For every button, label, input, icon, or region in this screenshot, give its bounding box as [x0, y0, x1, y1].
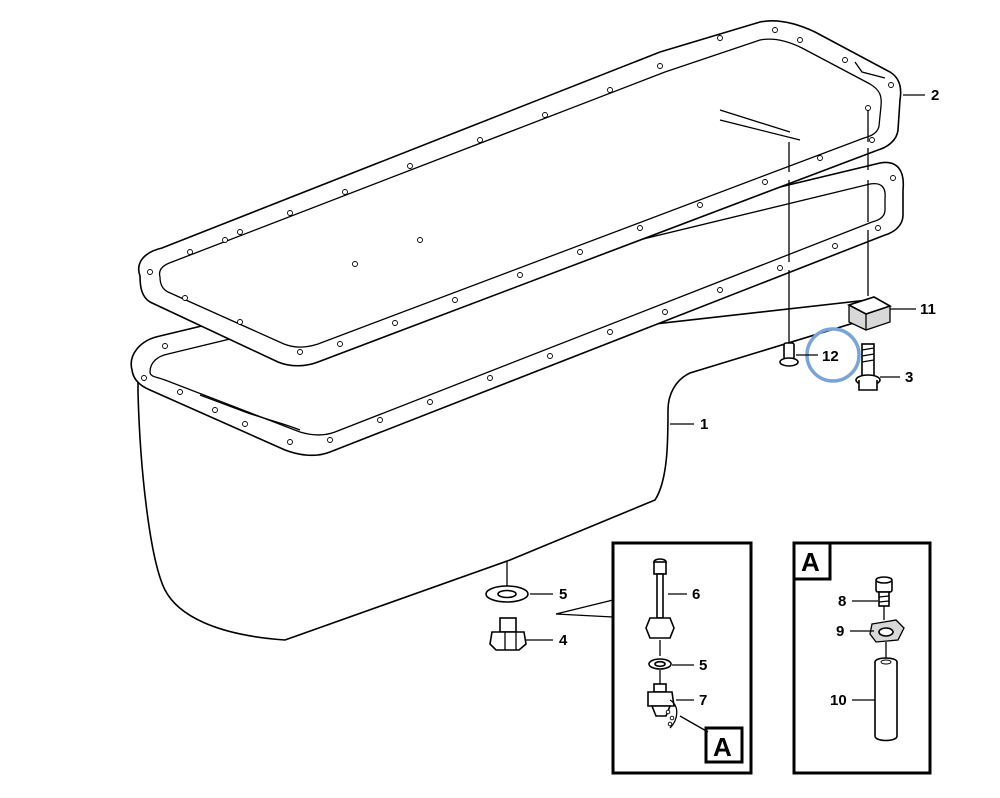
bracket-11	[846, 296, 892, 331]
detail-box-1	[611, 541, 753, 775]
leader-lines	[526, 94, 925, 701]
detail-pointer	[555, 599, 614, 618]
detail-box-a-tag	[792, 541, 832, 581]
drain-plug-4	[489, 617, 527, 651]
gasket	[138, 20, 902, 367]
oil-pan	[130, 161, 905, 641]
callout-8: 8	[838, 593, 846, 610]
clamp-9	[869, 619, 905, 643]
callout-1: 1	[700, 416, 708, 433]
gasket-bolt-holes	[147, 27, 894, 355]
tube-10	[874, 657, 898, 742]
detail-ref-label: A	[713, 732, 732, 762]
bolt-3	[855, 343, 881, 391]
callout-10: 10	[830, 692, 847, 709]
plug-8	[875, 576, 893, 607]
callout-9: 9	[836, 623, 844, 640]
callout-5-main: 5	[559, 586, 567, 603]
stud-12	[779, 342, 799, 367]
callout-12: 12	[822, 348, 839, 365]
washer-5-detail	[648, 658, 672, 670]
drain-valve-7	[647, 683, 678, 729]
detail-box-a-label: A	[801, 547, 820, 577]
callout-4: 4	[559, 632, 568, 649]
fitting-6	[645, 558, 675, 639]
callout-2: 2	[931, 87, 939, 104]
callout-11: 11	[920, 301, 936, 318]
callout-7: 7	[699, 692, 707, 709]
callout-3: 3	[905, 369, 913, 386]
detail-ref-box	[704, 726, 744, 764]
callout-5-detail: 5	[699, 657, 707, 674]
detail-box-a	[792, 541, 932, 775]
callout-6: 6	[692, 586, 700, 603]
oil-pan-bolt-holes	[141, 175, 896, 445]
washer-5	[485, 585, 529, 603]
